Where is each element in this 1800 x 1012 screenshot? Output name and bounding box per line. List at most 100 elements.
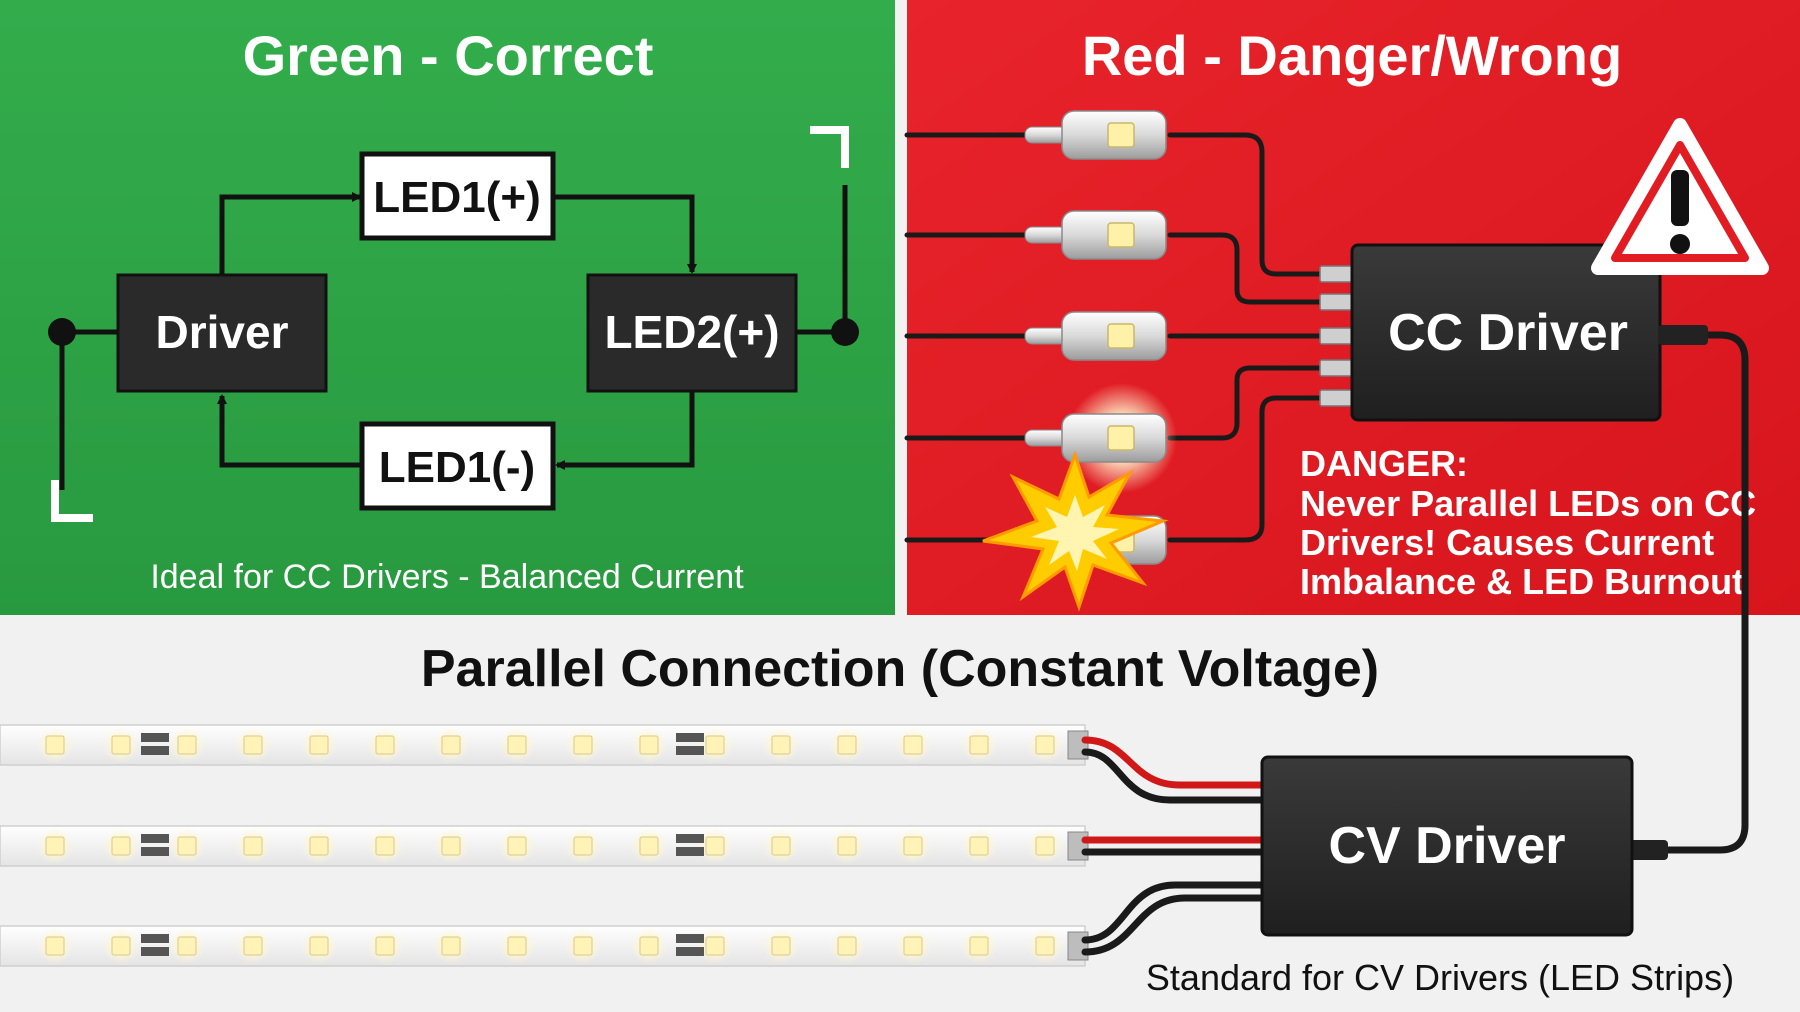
danger-line-2: Drivers! Causes Current [1300,522,1714,563]
strip-resistor [141,847,169,856]
cc-driver-label: CC Driver [1388,304,1628,362]
strip-led [45,735,65,755]
strip-led [111,936,131,956]
junction-dot-right [831,318,859,346]
strip-led [507,735,527,755]
strip-led [309,936,329,956]
strip-led [771,936,791,956]
junction-dot-left [48,318,76,346]
strip-led [507,936,527,956]
led1-pos-block: LED1(+) [359,151,556,241]
strip-resistor [141,834,169,843]
green-panel-title: Green - Correct [243,24,654,87]
cc-led-module [1024,311,1167,361]
driver-block: Driver [116,273,328,393]
strip-led [177,936,197,956]
strip-led [375,836,395,856]
danger-line-1: Never Parallel LEDs on CC [1300,483,1756,524]
strip-led [243,936,263,956]
strip-led [837,936,857,956]
strip-resistor [141,733,169,742]
strip-led [771,735,791,755]
cc-driver-output-plug [1658,325,1708,345]
strip-led [243,836,263,856]
strip-led [705,836,725,856]
green-panel-caption: Ideal for CC Drivers - Balanced Current [150,558,744,596]
strip-led [639,836,659,856]
strip-solder-pad [1067,931,1089,961]
strip-1-black-wire [1081,748,1269,804]
strip-resistor [676,847,704,856]
led2-pos-block: LED2(+) [586,273,798,393]
driver-block-label: Driver [156,306,289,358]
strip-led [969,936,989,956]
led-strip [0,825,1089,867]
strip-solder-pad [1067,831,1089,861]
bottom-panel-caption: Standard for CV Drivers (LED Strips) [1146,957,1734,998]
strip-led [309,735,329,755]
strip-resistor [676,834,704,843]
cc-led-module [1024,110,1167,160]
strip-led [45,936,65,956]
strip-resistor [141,934,169,943]
strip-led [639,735,659,755]
danger-heading: DANGER: [1300,443,1468,484]
cc-driver-block: CC Driver [1350,243,1662,422]
strip-led [573,936,593,956]
strip-led [705,936,725,956]
strip-resistor [676,947,704,956]
wire-led-4 [904,365,1328,441]
cc-to-cv-output-cable [1630,331,1749,854]
strip-led [375,735,395,755]
strip-resistor [141,947,169,956]
wire-led1-neg-to-driver [217,394,362,468]
cv-driver-input-wires [1081,736,1269,956]
strip-led [441,836,461,856]
wire-driver-to-led1-pos [219,192,362,275]
strip-led [903,836,923,856]
led1-neg-label: LED1(-) [379,443,535,492]
strip-led [969,735,989,755]
wire-led-2 [904,232,1328,305]
strip-led [243,735,263,755]
strip-led [837,836,857,856]
strip-led [441,936,461,956]
cc-driver-input-wires [904,132,1328,543]
cc-driver-pins [1319,265,1355,407]
strip-led [45,836,65,856]
strip-led [111,735,131,755]
led2-pos-label: LED2(+) [604,306,779,358]
strip-resistor [676,934,704,943]
cc-led-module [1024,210,1167,260]
led1-neg-block: LED1(-) [359,421,556,511]
strip-led [1035,936,1055,956]
strip-led [771,836,791,856]
strip-led [1035,735,1055,755]
red-panel-title: Red - Danger/Wrong [1082,24,1622,87]
cv-driver-label: CV Driver [1329,817,1566,875]
strip-3-red-wire [1081,881,1269,944]
strip-led [903,735,923,755]
cv-driver-block: CV Driver [1260,755,1634,937]
strip-led [705,735,725,755]
strip-1-red-wire [1081,736,1269,789]
bottom-panel-title: Parallel Connection (Constant Voltage) [421,640,1379,698]
led-strip [0,724,1089,766]
strip-led [1035,836,1055,856]
warning-triangle-icon [1591,118,1769,275]
strip-3-black-wire [1081,894,1269,956]
strip-led [507,836,527,856]
wire-led2-pos-to-led1-neg [555,390,695,470]
strip-led [441,735,461,755]
strip-led [837,735,857,755]
danger-line-3: Imbalance & LED Burnout [1300,561,1744,602]
strip-led [177,735,197,755]
strip-led [903,936,923,956]
wire-led-1 [904,132,1328,277]
wire-led1-pos-to-led2-pos [552,194,697,274]
strip-led [111,836,131,856]
cc-led-module [1024,383,1177,493]
strip-resistor [676,746,704,755]
strip-resistor [141,746,169,755]
